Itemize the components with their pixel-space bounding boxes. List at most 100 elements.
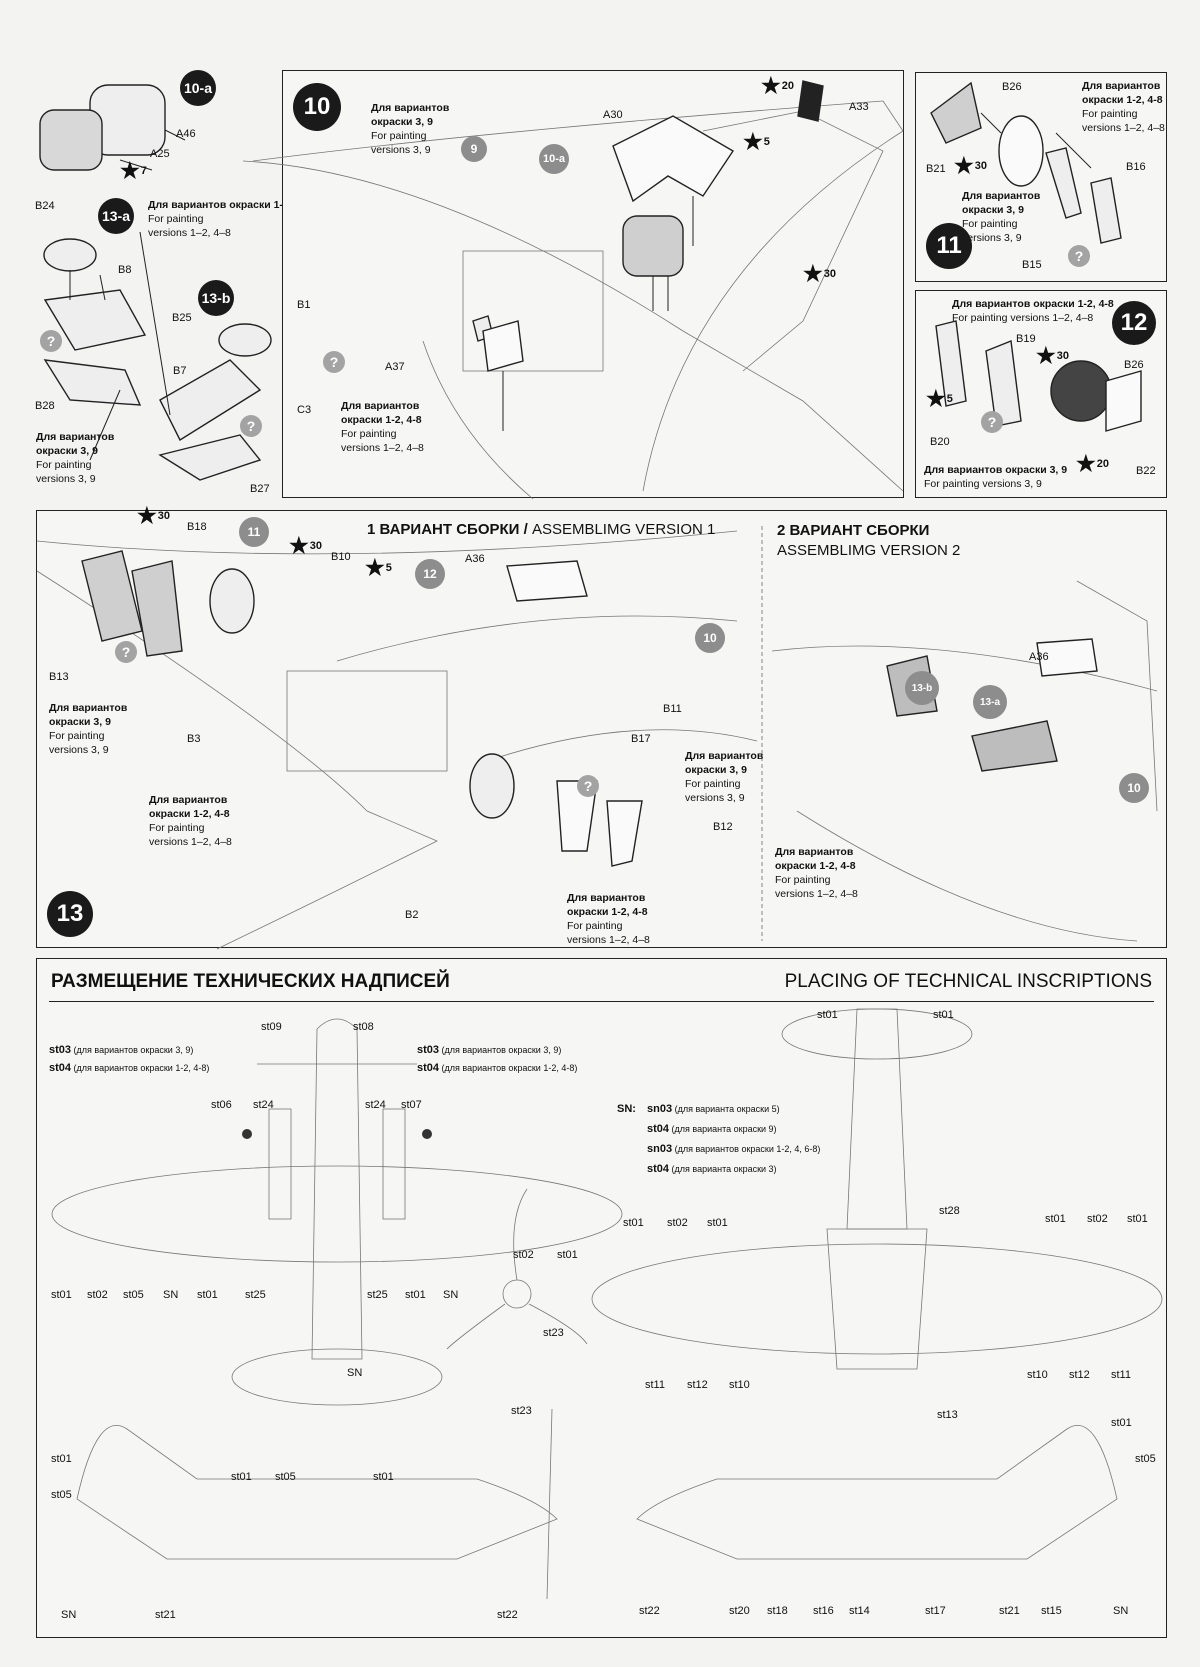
sub-assembly-drawing	[39, 84, 272, 481]
legend-left: st03 (для вариантов окраски 3, 9) st04 (…	[49, 1044, 210, 1074]
callout-label: st01	[51, 1289, 72, 1301]
callout-label: st02	[667, 1217, 688, 1229]
callout-label: st13	[937, 1409, 958, 1421]
callout-label: st05	[275, 1471, 296, 1483]
ref-step-10-badge: 10	[695, 623, 725, 653]
callout-label: SN	[1113, 1605, 1129, 1617]
sn-legend: SN: sn03 (для варианта окраски 5) st04 (…	[617, 1103, 821, 1175]
step-11-drawing	[930, 81, 1122, 244]
part-label: C3	[297, 404, 312, 416]
part-label: B25	[172, 312, 192, 324]
callout-label: st08	[353, 1021, 374, 1033]
step-10-drawing	[242, 80, 904, 500]
callout-label: st05	[123, 1289, 144, 1301]
part-label: B18	[187, 521, 207, 533]
part-label: B7	[173, 365, 187, 377]
part-label: A46	[176, 128, 196, 140]
part-label: B27	[250, 483, 270, 495]
callout-label: st10	[1027, 1369, 1048, 1381]
sprue-star-icon: 7	[120, 158, 147, 184]
callout-label: st05	[51, 1489, 72, 1501]
part-label: A33	[849, 101, 869, 113]
part-label: B13	[49, 671, 69, 683]
part-label: A36	[465, 553, 485, 565]
part-label: B2	[405, 909, 419, 921]
sprue-star-icon: 30	[954, 153, 987, 179]
part-label: B17	[631, 733, 651, 745]
callout-label: st05	[1135, 1453, 1156, 1465]
sprue-star-icon: 30	[289, 533, 322, 559]
callout-label: st23	[511, 1405, 532, 1417]
callout-label: SN	[163, 1289, 179, 1301]
sprue-star-icon: 30	[137, 503, 170, 529]
assembly-version-1-title: 1 ВАРИАНТ СБОРКИ / ASSEMBLIMG VERSION 1	[367, 521, 716, 538]
callout-label: st09	[261, 1021, 282, 1033]
sprue-star-icon: 30	[1036, 343, 1069, 369]
callout-label: st23	[543, 1327, 564, 1339]
callout-label: st15	[1041, 1605, 1062, 1617]
step-13b-badge: 13-b	[198, 280, 234, 316]
legend-mid: st03 (для вариантов окраски 3, 9) st04 (…	[417, 1044, 578, 1074]
inscriptions-title-en: PLACING OF TECHNICAL INSCRIPTIONS	[784, 971, 1152, 992]
callout-label: st01	[405, 1289, 426, 1301]
question-icon: ?	[40, 330, 62, 352]
ref-step-10a-badge: 10-a	[539, 144, 569, 174]
callout-label: st20	[729, 1605, 750, 1617]
part-label: A36	[1029, 651, 1049, 663]
callout-label: st24	[365, 1099, 386, 1111]
part-label: B26	[1002, 81, 1022, 93]
callout-label: st11	[645, 1379, 665, 1391]
step-10a-13ab-area: 10-a A46 A25 7 B24 13-a Для вариантов ок…	[30, 60, 310, 500]
callout-label: st11	[1111, 1369, 1131, 1381]
callout-label: st28	[939, 1205, 960, 1217]
step-10a-badge: 10-a	[180, 70, 216, 106]
part-label: B19	[1016, 333, 1036, 345]
callout-label: st01	[373, 1471, 394, 1483]
part-label: B11	[663, 703, 682, 715]
ref-step-9-badge: 9	[461, 136, 487, 162]
part-label: B15	[1022, 259, 1042, 271]
callout-label: st02	[513, 1249, 534, 1261]
callout-label: st06	[211, 1099, 232, 1111]
part-label: B28	[35, 400, 55, 412]
part-label: A37	[385, 361, 405, 373]
callout-label: st25	[245, 1289, 266, 1301]
part-label: B24	[35, 200, 55, 212]
ref-step-11-badge: 11	[239, 517, 269, 547]
sprue-star-icon: 5	[365, 555, 392, 581]
step-12-drawing	[935, 320, 1142, 432]
part-label: A25	[150, 148, 170, 160]
callout-label: st02	[1087, 1213, 1108, 1225]
part-label: B22	[1136, 465, 1156, 477]
question-icon: ?	[577, 775, 599, 797]
callout-label: st10	[729, 1379, 750, 1391]
inscriptions-drawing	[51, 1008, 1163, 1600]
inscriptions-title-ru: РАЗМЕЩЕНИЕ ТЕХНИЧЕСКИХ НАДПИСЕЙ	[51, 971, 450, 992]
sprue-star-icon: 5	[926, 386, 953, 412]
part-label: B26	[1124, 359, 1144, 371]
step-12-badge: 12	[1112, 301, 1156, 345]
sprue-star-icon: 20	[761, 73, 794, 99]
step-10-badge: 10	[293, 83, 341, 131]
inscriptions-panel: РАЗМЕЩЕНИЕ ТЕХНИЧЕСКИХ НАДПИСЕЙ PLACING …	[36, 958, 1167, 1638]
part-label: B1	[297, 299, 311, 311]
part-label: B10	[331, 551, 351, 563]
callout-label: st12	[687, 1379, 708, 1391]
callout-label: st02	[87, 1289, 108, 1301]
callout-label: st01	[51, 1453, 72, 1465]
sprue-star-icon: 20	[1076, 451, 1109, 477]
callout-label: st18	[767, 1605, 788, 1617]
callout-label: SN	[443, 1289, 459, 1301]
